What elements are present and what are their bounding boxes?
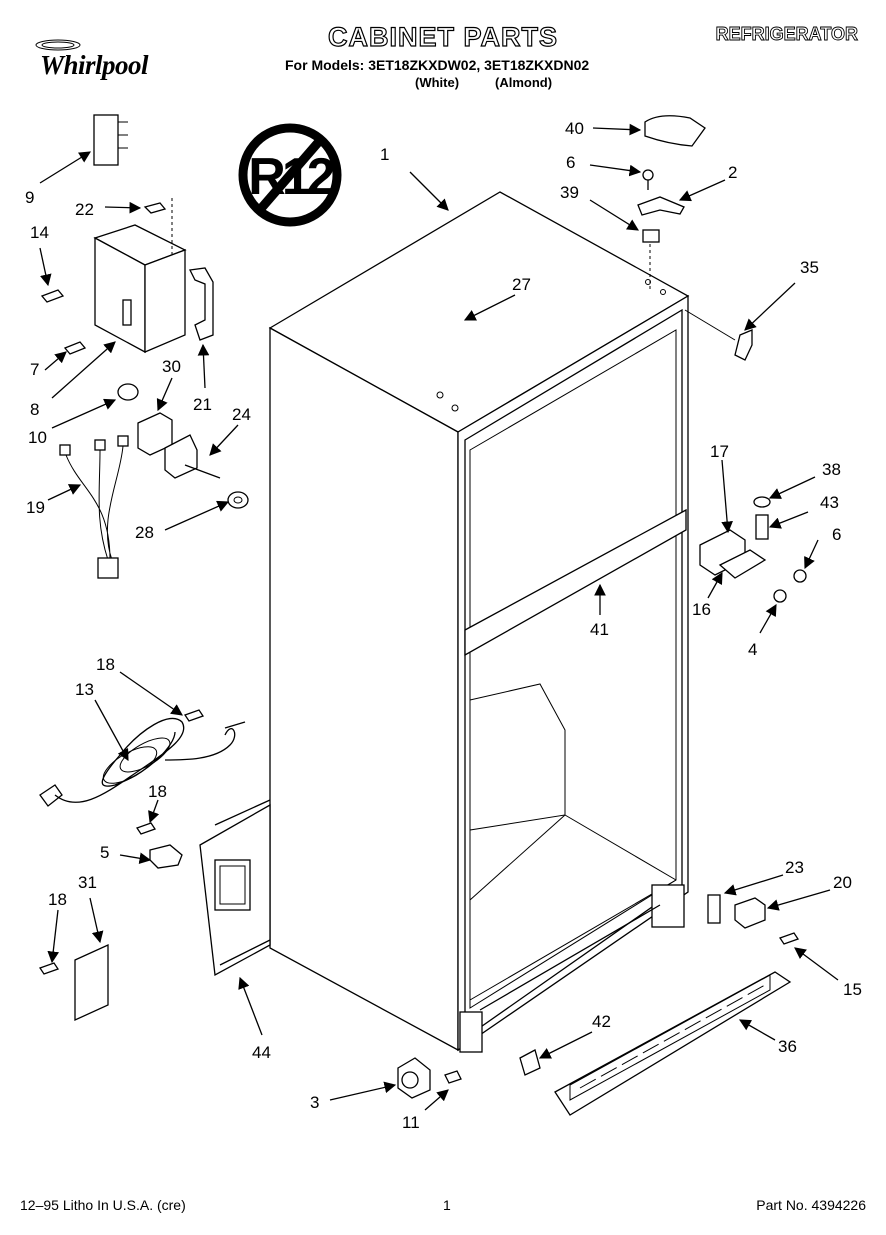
cabinet-shell — [268, 191, 690, 1053]
callout-39: 39 — [560, 183, 579, 202]
brand-logo: Whirlpool — [40, 50, 149, 80]
callout-18-cord: 18 — [96, 655, 115, 674]
footer-part-number: Part No. 4394226 — [756, 1197, 866, 1213]
callout-20: 20 — [833, 873, 852, 892]
callout-8: 8 — [30, 400, 39, 419]
callout-5: 5 — [100, 843, 109, 862]
callout-16: 16 — [692, 600, 711, 619]
callout-28: 28 — [135, 523, 154, 542]
callout-2: 2 — [728, 163, 737, 182]
callout-9: 9 — [25, 188, 34, 207]
callout-4: 4 — [748, 640, 757, 659]
callout-3: 3 — [310, 1093, 319, 1112]
temperature-control-parts — [137, 412, 249, 509]
front-roller-assembly — [397, 1057, 462, 1099]
callout-41: 41 — [590, 620, 609, 639]
callout-42: 42 — [592, 1012, 611, 1031]
r12-prohibited-icon: R12 — [238, 123, 342, 227]
callout-leaders — [39, 123, 839, 1111]
appliance-type: REFRIGERATOR — [715, 24, 858, 45]
callout-40: 40 — [565, 119, 584, 138]
whirlpool-logo-icon — [35, 39, 81, 51]
callout-30: 30 — [162, 357, 181, 376]
variant-almond: (Almond) — [495, 75, 553, 90]
callout-7: 7 — [30, 360, 39, 379]
access-panel-part — [199, 799, 271, 977]
callout-38: 38 — [822, 460, 841, 479]
callout-17: 17 — [710, 442, 729, 461]
callout-43: 43 — [820, 493, 839, 512]
callout-21: 21 — [193, 395, 212, 414]
callout-18-clamp: 18 — [148, 782, 167, 801]
callout-6-top: 6 — [566, 153, 575, 172]
callout-14: 14 — [30, 223, 49, 242]
clamp-and-cover-parts — [38, 709, 205, 1022]
callout-6-center: 6 — [832, 525, 841, 544]
page-title: CABINET PARTS — [327, 21, 558, 52]
callout-18-cover: 18 — [48, 890, 67, 909]
wiring-harness-part — [59, 435, 129, 579]
power-cord-part — [39, 717, 246, 807]
callout-labels: 1 2 3 4 5 6 6 7 8 9 10 11 13 14 15 16 17… — [25, 119, 862, 1132]
callout-1: 1 — [380, 145, 389, 164]
rear-roller-bracket-assembly — [707, 894, 800, 945]
callout-24: 24 — [232, 405, 251, 424]
callout-11: 11 — [402, 1113, 420, 1132]
callout-15: 15 — [843, 980, 862, 999]
variant-white: (White) — [415, 75, 460, 90]
callout-23: 23 — [785, 858, 804, 877]
callout-10: 10 — [28, 428, 47, 447]
center-hinge-assembly — [699, 496, 807, 603]
toe-grille-part — [519, 971, 792, 1116]
top-hinge-assembly — [637, 115, 706, 292]
footer-page-number: 1 — [443, 1197, 451, 1213]
callout-35: 35 — [800, 258, 819, 277]
control-box-assembly — [40, 114, 214, 401]
callout-36: 36 — [778, 1037, 797, 1056]
hinge-pin-part — [734, 329, 753, 361]
callout-19: 19 — [26, 498, 45, 517]
callout-44: 44 — [252, 1043, 271, 1062]
footer-litho: 12–95 Litho In U.S.A. (cre) — [20, 1197, 186, 1213]
callout-27: 27 — [512, 275, 531, 294]
callout-13: 13 — [75, 680, 94, 699]
model-numbers: For Models: 3ET18ZKXDW02, 3ET18ZKXDN02 — [285, 57, 590, 73]
callout-22: 22 — [75, 200, 94, 219]
callout-31: 31 — [78, 873, 97, 892]
